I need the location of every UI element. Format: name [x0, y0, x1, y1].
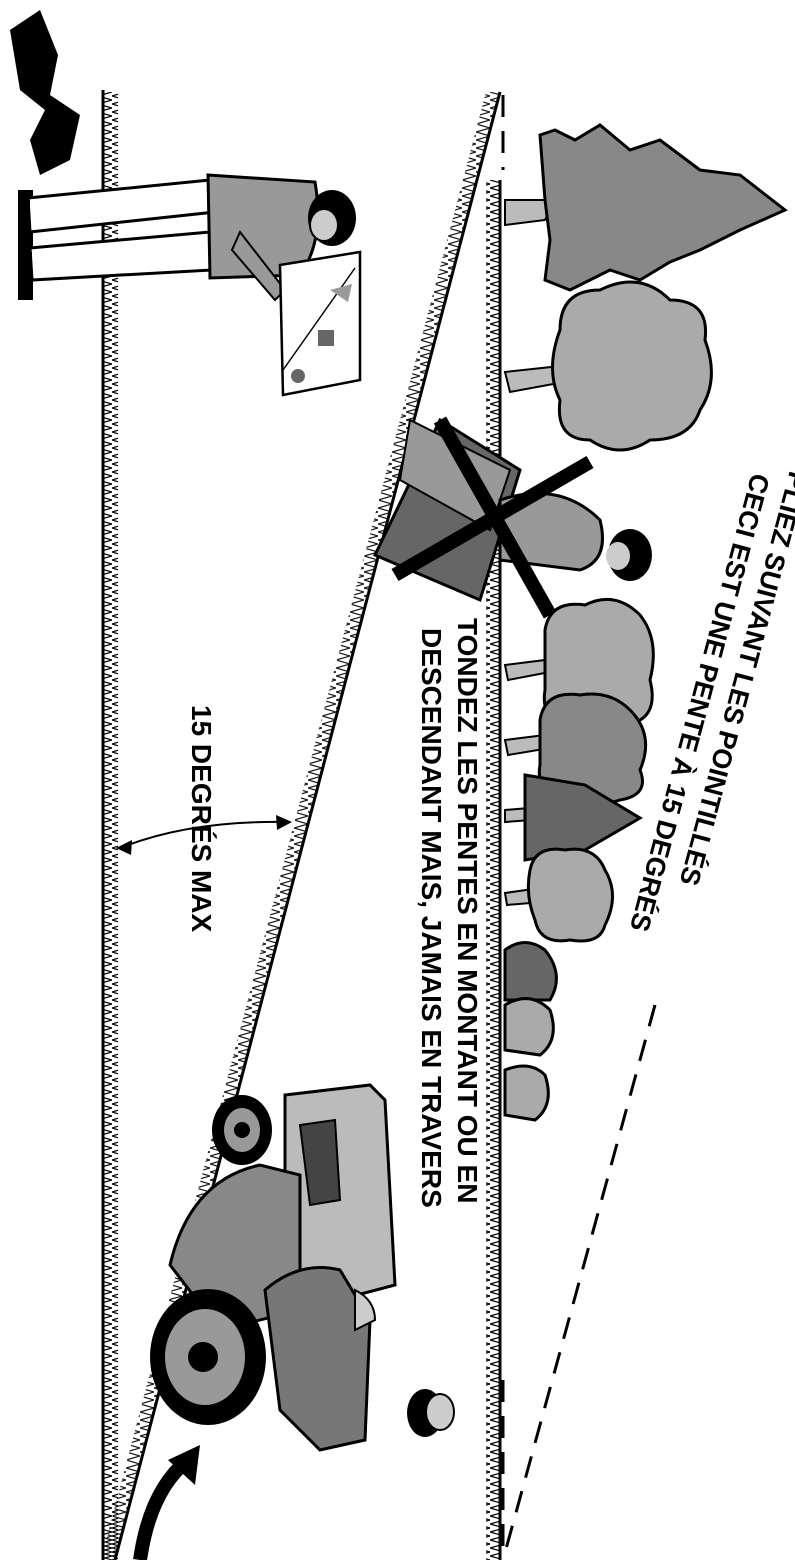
evergreen-tree-top: [505, 125, 785, 290]
round-tree-1: [505, 282, 711, 450]
instruction-line-2: DESCENDANT MAIS, JAMAIS EN TRAVERS: [416, 628, 447, 1208]
instruction-line-1: TONDEZ LES PENTES EN MONTANT OU EN: [452, 618, 483, 1203]
manual-page-icon: [280, 252, 360, 395]
reference-ground-line: [486, 180, 500, 1560]
riding-mower-correct: [150, 1085, 454, 1450]
angle-label: 15 DEGRÉS MAX: [186, 705, 217, 932]
level-ground-line: [103, 90, 118, 1560]
direction-arrow: [140, 1445, 200, 1560]
small-trees-cluster: [505, 943, 556, 1121]
round-tree-4: [505, 849, 613, 941]
